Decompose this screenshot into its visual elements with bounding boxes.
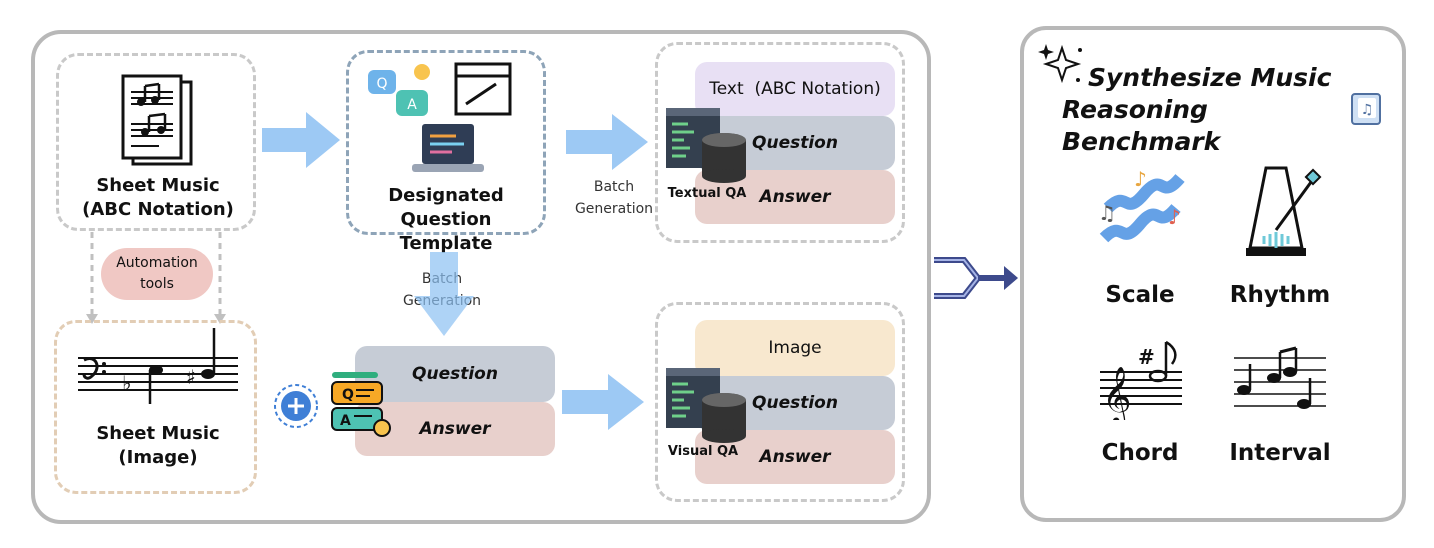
arrow-down xyxy=(414,252,474,336)
svg-text:♭: ♭ xyxy=(122,371,131,395)
category-chord-label: Chord xyxy=(1101,440,1179,466)
plus-icon xyxy=(274,384,318,428)
middle-question-bar: Question xyxy=(355,346,555,402)
svg-text:𝄞: 𝄞 xyxy=(1102,366,1132,420)
category-interval-label: Interval xyxy=(1229,440,1331,466)
interval-icon xyxy=(1234,346,1326,409)
sheet-music-image-box xyxy=(54,320,257,494)
sheet-music-abc-box xyxy=(56,53,256,231)
database-icon-visual xyxy=(666,368,746,443)
sheet-music-abc-label: Sheet Music(ABC Notation) xyxy=(82,175,234,220)
merge-arrow-icon xyxy=(934,257,1018,299)
middle-answer-bar: Answer xyxy=(355,402,555,456)
benchmark-panel xyxy=(1020,26,1406,522)
svg-text:Q: Q xyxy=(342,387,354,403)
sparkle-icon xyxy=(1038,44,1082,84)
svg-text:♫: ♫ xyxy=(1361,102,1374,118)
svg-text:♪: ♪ xyxy=(1168,205,1181,229)
music-book-icon: ♫ xyxy=(1351,93,1381,125)
sheet-music-image-label: Sheet Music(Image) xyxy=(96,423,220,468)
category-scale-label: Scale xyxy=(1105,282,1175,308)
arrow-to-template xyxy=(262,112,340,168)
sheet-music-icon xyxy=(121,74,193,166)
benchmark-title-line2: Reasoning Benchmark xyxy=(1062,95,1221,156)
svg-text:♯: ♯ xyxy=(186,365,196,389)
category-rhythm-label: Rhythm xyxy=(1229,282,1331,308)
automation-connectors xyxy=(86,232,226,324)
staff-notation-icon: ♭ ♯ xyxy=(78,328,238,404)
arrow-to-visual-qa xyxy=(562,374,644,430)
svg-text:A: A xyxy=(407,97,417,113)
template-icon: Q A xyxy=(368,62,512,172)
image-bar: Image xyxy=(695,320,895,376)
textual-qa-box xyxy=(655,42,905,243)
question-template-box xyxy=(346,50,546,235)
database-icon xyxy=(666,108,746,183)
metronome-icon xyxy=(1246,166,1322,256)
textual-qa-label: Textual QA xyxy=(667,186,747,201)
svg-text:Q: Q xyxy=(376,76,387,92)
benchmark-title-line1: Synthesize Music xyxy=(1088,63,1332,92)
chord-icon: 𝄞 # xyxy=(1100,340,1182,420)
svg-text:♪: ♪ xyxy=(1134,168,1147,191)
visual-qa-box xyxy=(655,302,905,502)
benchmark-title: Synthesize Music Reasoning Benchmark xyxy=(1062,62,1362,158)
svg-text:A: A xyxy=(340,413,351,429)
pipeline-panel xyxy=(31,30,931,524)
svg-text:#: # xyxy=(1138,345,1155,369)
arrow-to-textual-qa xyxy=(566,114,648,170)
text-abc-bar: Text (ABC Notation) xyxy=(695,62,895,116)
scale-icon: ♫ ♪ ♪ xyxy=(1098,168,1185,243)
qa-chat-icon: Q A xyxy=(331,372,391,437)
visual-qa-label: Visual QA xyxy=(667,444,739,459)
svg-text:♫: ♫ xyxy=(1098,201,1116,225)
